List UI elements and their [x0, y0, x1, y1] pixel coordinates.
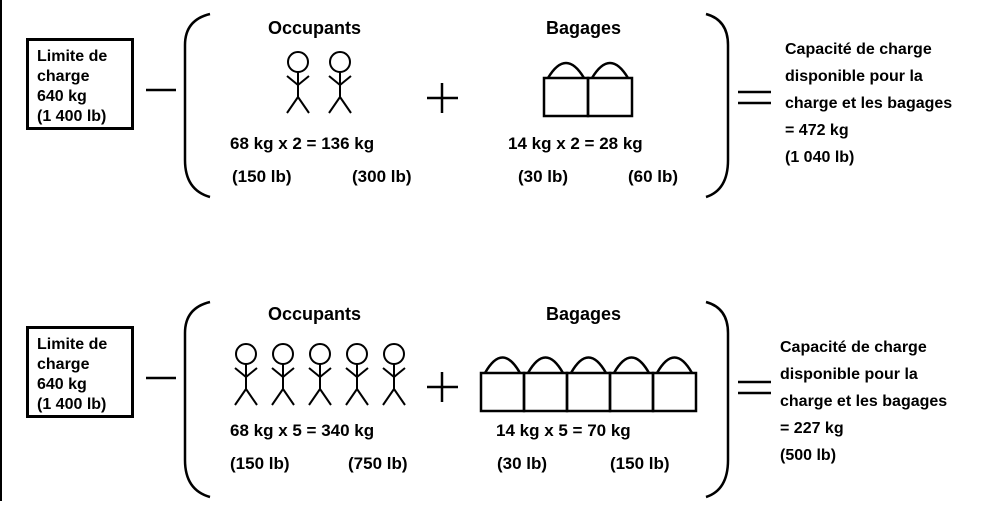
bagage-lb-each: (30 lb) [518, 167, 569, 186]
available-capacity-result: Capacité de charge disponible pour la ch… [780, 334, 947, 469]
limit-kg: 640 kg [37, 376, 87, 393]
occupants-lb-total: (750 lb) [348, 454, 408, 473]
bagages-title: Bagages [546, 304, 622, 324]
limit-lb: (1 400 lb) [37, 396, 107, 413]
bagages-formula: 14 kg x 2 = 28 kg [508, 134, 643, 153]
result-lb: (500 lb) [780, 447, 837, 464]
result-line1: Capacité de charge [780, 339, 927, 356]
person-icon [308, 343, 332, 406]
load-limit-box: Limite de charge 640 kg (1 400 lb) [26, 38, 134, 130]
left-parenthesis [183, 12, 211, 199]
right-parenthesis [705, 12, 730, 199]
limit-label-line2: charge [37, 356, 90, 373]
equation-panel-five-occupants: Limite de charge 640 kg (1 400 lb) Occup… [0, 290, 998, 505]
occupants-title: Occupants [268, 304, 362, 324]
result-line2: disponible pour la [785, 68, 923, 85]
limit-kg: 640 kg [37, 88, 87, 105]
occupant-lb-each: (150 lb) [232, 167, 292, 186]
bag-icon [565, 356, 612, 413]
bag-icon [608, 356, 655, 413]
load-limit-box: Limite de charge 640 kg (1 400 lb) [26, 326, 134, 418]
occupants-lb-total: (300 lb) [352, 167, 412, 186]
equals-sign [738, 90, 771, 105]
bagage-lb-each: (30 lb) [497, 454, 548, 473]
result-line1: Capacité de charge [785, 41, 932, 58]
occupant-lb-each: (150 lb) [230, 454, 290, 473]
bagage-figures [479, 356, 698, 413]
limit-label-line1: Limite de [37, 48, 108, 65]
person-icon [382, 343, 406, 406]
person-icon [234, 343, 258, 406]
available-capacity-result: Capacité de charge disponible pour la ch… [785, 36, 952, 171]
bag-icon [522, 356, 569, 413]
result-line3: charge et les bagages [785, 95, 953, 112]
bag-icon [651, 356, 698, 413]
left-parenthesis [183, 300, 211, 499]
bagages-formula: 14 kg x 5 = 70 kg [496, 421, 631, 440]
bag-icon [542, 61, 590, 118]
limit-label-line1: Limite de [37, 336, 108, 353]
equation-graphics [146, 12, 771, 199]
result-line3: charge et les bagages [780, 393, 948, 410]
equation-graphics [146, 300, 771, 499]
result-lb: (1 040 lb) [785, 149, 855, 166]
person-icon [286, 51, 310, 114]
occupants-formula: 68 kg x 5 = 340 kg [230, 421, 375, 440]
bag-icon [586, 61, 634, 118]
bag-icon [479, 356, 526, 413]
right-parenthesis [705, 300, 730, 499]
bagages-lb-total: (60 lb) [628, 167, 679, 186]
left-border-line [0, 0, 2, 501]
bagages-title: Bagages [546, 18, 622, 38]
plus-sign [427, 372, 458, 402]
occupants-title: Occupants [268, 18, 362, 38]
occupant-figures [286, 51, 352, 114]
result-kg: = 227 kg [780, 420, 844, 437]
occupant-figures [234, 343, 406, 406]
limit-label-line2: charge [37, 68, 90, 85]
person-icon [271, 343, 295, 406]
result-kg: = 472 kg [785, 122, 849, 139]
person-icon [345, 343, 369, 406]
bagages-lb-total: (150 lb) [610, 454, 670, 473]
person-icon [328, 51, 352, 114]
bagage-figures [542, 61, 634, 118]
occupants-formula: 68 kg x 2 = 136 kg [230, 134, 375, 153]
equals-sign [738, 380, 771, 395]
equation-panel-two-occupants: Limite de charge 640 kg (1 400 lb) Occup… [0, 0, 998, 215]
limit-lb: (1 400 lb) [37, 108, 107, 125]
result-line2: disponible pour la [780, 366, 918, 383]
plus-sign [427, 83, 458, 113]
